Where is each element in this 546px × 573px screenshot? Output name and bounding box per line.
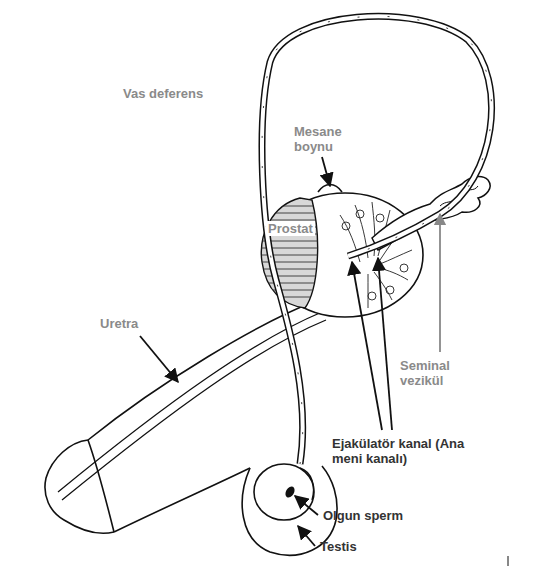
vas-deferens-tube [262, 16, 492, 464]
testis-drawing [254, 464, 314, 520]
leader-arrows [140, 157, 392, 546]
part-label: Seminal vezikül [398, 358, 468, 388]
part-label: Vas deferens [121, 86, 205, 101]
part-label: Uretra [98, 316, 140, 331]
leader-arrow-grey [439, 214, 441, 352]
part-label: Olgun sperm [321, 508, 405, 523]
part-label: Testis [318, 539, 359, 554]
part-label: Ejakülatör kanal (Ana meni kanalı) [330, 436, 474, 466]
part-label: Mesane boynu [292, 124, 358, 154]
part-label: Prostat [266, 221, 315, 236]
stray-mark [508, 556, 509, 566]
